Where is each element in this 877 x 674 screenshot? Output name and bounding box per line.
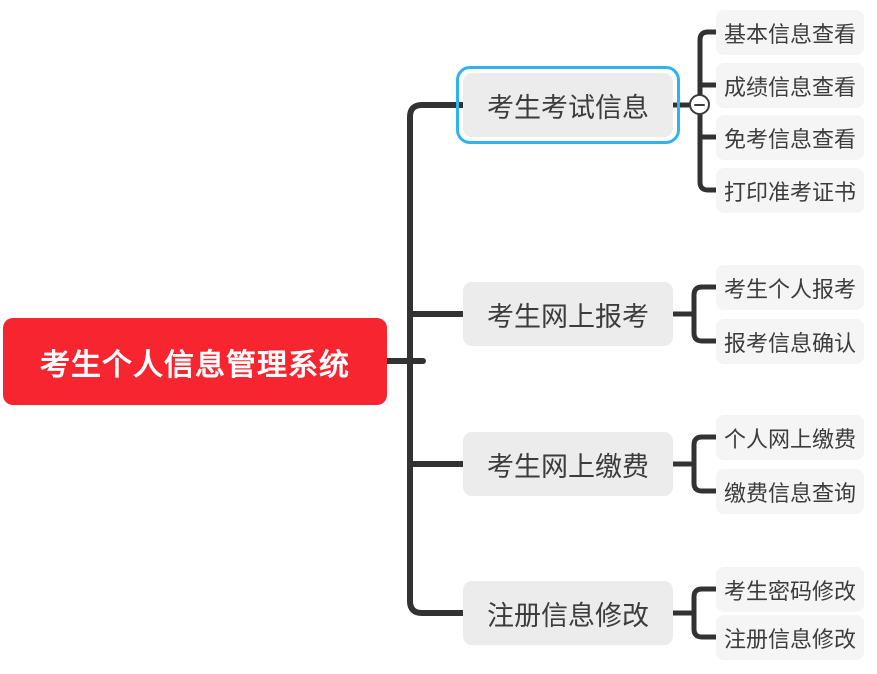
- leaf-node-personal-registration[interactable]: 考生个人报考: [716, 265, 864, 310]
- leaf-node-registration-info-modify[interactable]: 注册信息修改: [716, 615, 864, 660]
- leaf-node-payment-info-query[interactable]: 缴费信息查询: [716, 469, 864, 514]
- leaf-node-print-admission-ticket[interactable]: 打印准考证书: [716, 168, 864, 213]
- selection-outline: [456, 66, 680, 144]
- leaf-node-score-info-view[interactable]: 成绩信息查看: [716, 63, 864, 108]
- leaf-node-personal-online-payment[interactable]: 个人网上缴费: [716, 415, 864, 460]
- branch-node-online-registration[interactable]: 考生网上报考: [463, 282, 673, 346]
- collapse-button[interactable]: [689, 94, 710, 115]
- leaf-node-exemption-info-view[interactable]: 免考信息查看: [716, 115, 864, 160]
- leaf-node-password-modify[interactable]: 考生密码修改: [716, 567, 864, 612]
- connector-branch4-spine: [691, 586, 719, 640]
- branch-node-exam-info[interactable]: 考生考试信息: [463, 73, 673, 137]
- branch-node-registration-modify[interactable]: 注册信息修改: [463, 581, 673, 645]
- connector-left-spine: [407, 102, 468, 616]
- leaf-node-registration-confirm[interactable]: 报考信息确认: [716, 319, 864, 364]
- root-node-candidate-info-system[interactable]: 考生个人信息管理系统: [3, 318, 387, 405]
- leaf-node-basic-info-view[interactable]: 基本信息查看: [716, 10, 864, 55]
- connector-branch3-spine: [691, 434, 719, 494]
- minus-icon: [694, 103, 705, 106]
- connector-branch2-spine: [691, 284, 719, 344]
- branch-node-online-payment[interactable]: 考生网上缴费: [463, 432, 673, 496]
